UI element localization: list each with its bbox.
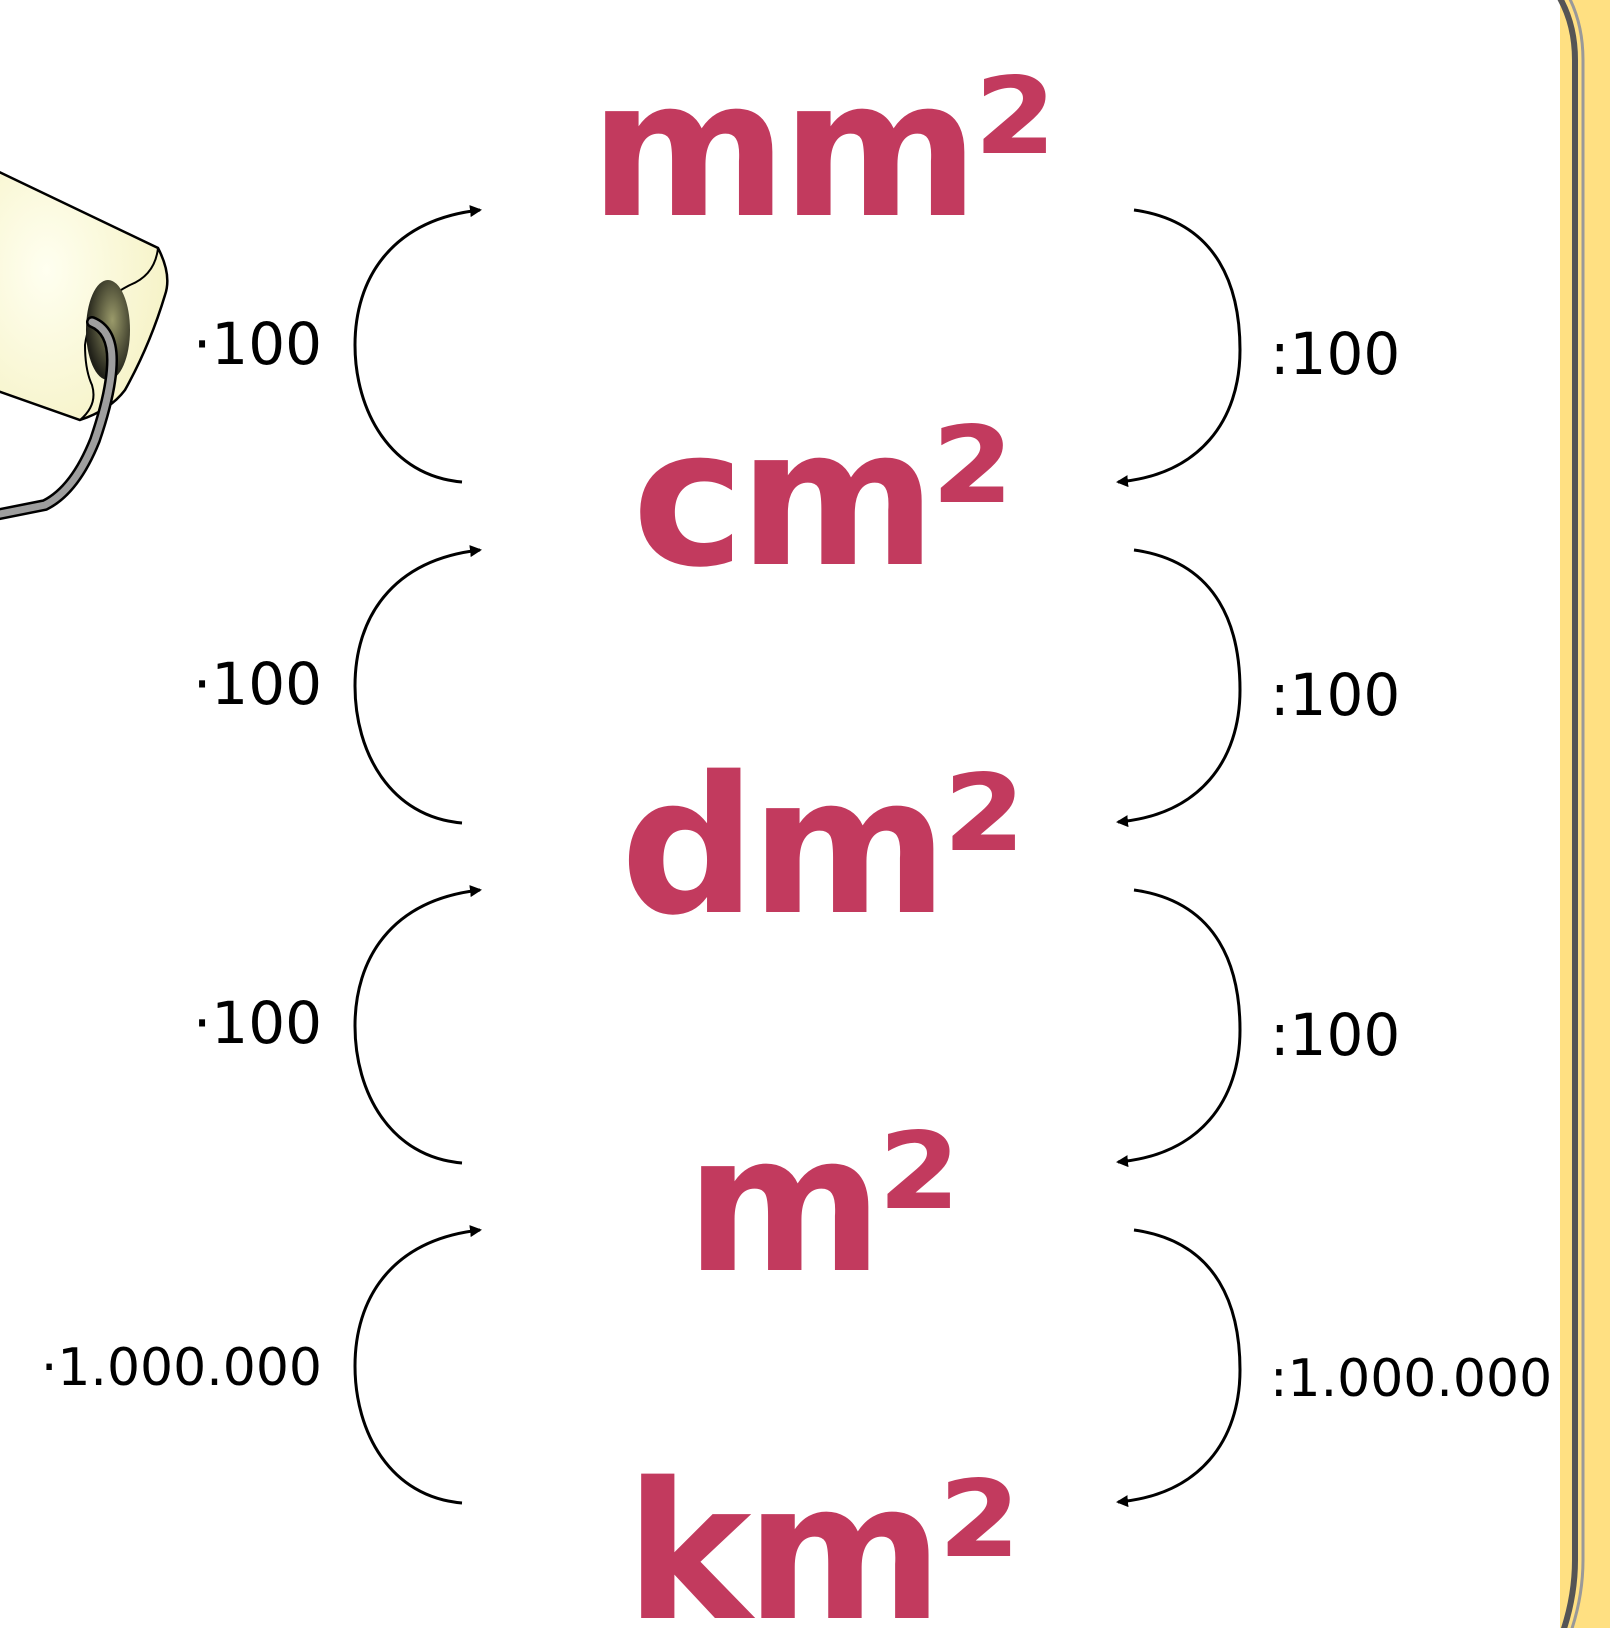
multiply-arrow-3 <box>353 885 482 1165</box>
divide-factor-1: :100 <box>1270 320 1400 388</box>
multiply-factor-3: ·100 <box>193 989 322 1057</box>
multiply-factor-4: ·1.000.000 <box>41 1338 322 1398</box>
rolled-paper-scroll-icon <box>0 171 169 521</box>
divide-arrow-3 <box>1116 888 1242 1168</box>
unit-label-cm2: cm² <box>632 388 1008 609</box>
frame-background <box>1560 0 1610 1628</box>
unit-labels: mm² cm² dm² m² km² <box>589 39 1056 1628</box>
card-border <box>1557 0 1578 1628</box>
divide-factor-3: :100 <box>1270 1001 1400 1069</box>
multiply-arrow-4 <box>353 1225 482 1505</box>
divide-factor-4: :1.000.000 <box>1270 1349 1552 1409</box>
divide-arrows <box>1116 208 1242 1508</box>
divide-factor-2: :100 <box>1270 661 1400 729</box>
multiply-arrow-1 <box>353 205 482 484</box>
multiply-arrows <box>353 205 482 1505</box>
unit-label-m2: m² <box>685 1094 954 1315</box>
divide-arrow-4 <box>1116 1228 1242 1508</box>
divide-arrow-1 <box>1116 208 1242 488</box>
multiply-factor-labels: ·100 ·100 ·100 ·1.000.000 <box>41 310 322 1398</box>
divide-factor-labels: :100 :100 :100 :1.000.000 <box>1270 320 1552 1409</box>
divide-arrow-2 <box>1116 548 1242 828</box>
unit-label-dm2: dm² <box>620 736 1019 957</box>
unit-label-km2: km² <box>625 1442 1015 1628</box>
multiply-factor-1: ·100 <box>193 310 322 378</box>
unit-label-mm2: mm² <box>589 39 1050 260</box>
multiply-factor-2: ·100 <box>193 650 322 718</box>
multiply-arrow-2 <box>353 545 482 825</box>
